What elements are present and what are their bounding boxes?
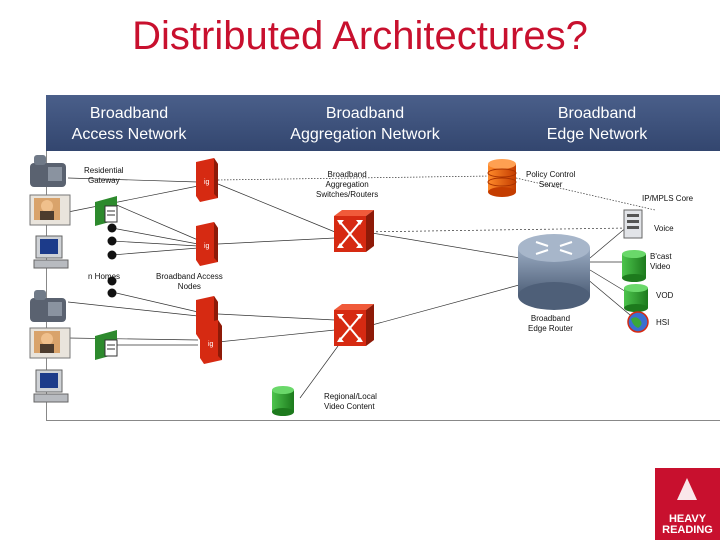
residential-gateway-label: Residential Gateway (84, 166, 124, 185)
header-aggregation-network: Broadband Aggregation Network (290, 105, 440, 143)
svg-text:ig: ig (204, 243, 210, 250)
aggregation-switch-icon (334, 210, 374, 252)
aggregation-switches-label: Broadband Aggregation Switches/Routers (316, 170, 379, 199)
vod-label: VOD (656, 291, 674, 300)
header-band: Broadband Access Network Broadband Aggre… (46, 95, 720, 151)
logo-line2: READING (662, 524, 713, 536)
access-node-icon: ig (196, 222, 218, 266)
regional-video-server-icon (272, 386, 294, 416)
svg-text:ig: ig (208, 341, 214, 348)
hsi-label: HSI (656, 318, 670, 327)
computer-icon (33, 369, 69, 403)
video-server-icon (622, 250, 646, 282)
n-homes-dots (107, 223, 117, 298)
edge-router-label: Broadband Edge Router (528, 314, 573, 333)
svg-text:ig: ig (204, 179, 210, 186)
header-edge-network: Broadband Edge Network (546, 105, 648, 143)
residential-gateway-icon (95, 330, 118, 360)
voice-server-icon (623, 209, 643, 239)
heavy-reading-logo: HEAVY READING (655, 468, 720, 540)
aggregation-switch-icon (334, 304, 374, 346)
phone-icon (30, 155, 66, 187)
access-node-icon: ig (196, 158, 218, 202)
video-phone-icon (29, 327, 71, 359)
regional-video-label: Regional/Local Video Content (324, 392, 377, 411)
access-node-icon: ig (200, 320, 222, 364)
header-access-network: Broadband Access Network (71, 105, 187, 143)
logo-line1: HEAVY (668, 513, 707, 525)
computer-icon (33, 235, 69, 269)
edge-router-icon (518, 234, 590, 310)
phone-icon (30, 290, 66, 322)
connection-lines (67, 175, 656, 399)
logo-shape-icon (677, 478, 697, 500)
policy-server-label: Policy Control Server (526, 170, 576, 189)
ip-mpls-core-label: IP/MPLS Core (642, 194, 694, 203)
access-nodes-label: Broadband Access Nodes (156, 272, 223, 291)
video-phone-icon (29, 194, 71, 226)
n-homes-label: n Homes (88, 272, 121, 281)
database-icon (487, 159, 517, 197)
vod-server-icon (624, 284, 648, 312)
residential-gateway-icon (95, 196, 118, 226)
voice-label: Voice (654, 224, 674, 233)
hsi-globe-icon (627, 311, 649, 333)
slide-title: Distributed Architectures? (132, 14, 588, 58)
bcast-video-label: B'cast Video (650, 252, 672, 271)
